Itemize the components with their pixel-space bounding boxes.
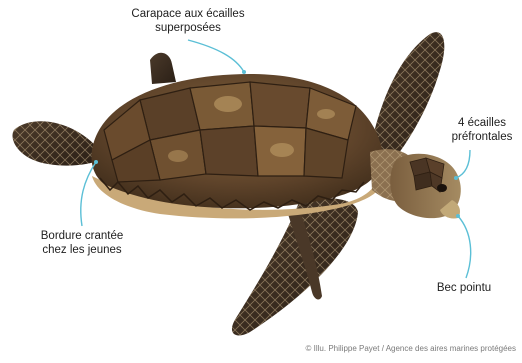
front-flipper-upper xyxy=(370,32,444,162)
label-carapace-line1: Carapace aux écailles xyxy=(98,7,278,21)
leader-prefrontal xyxy=(456,150,470,178)
label-bec-line1: Bec pointu xyxy=(414,281,514,295)
leader-carapace xyxy=(188,40,244,72)
label-carapace-line2: superposées xyxy=(98,21,278,35)
rear-flipper-left xyxy=(12,121,102,165)
image-credit: © Illu. Philippe Payet / Agence des aire… xyxy=(306,344,516,354)
label-bordure: Bordure crantée chez les jeunes xyxy=(22,229,142,257)
label-bordure-line1: Bordure crantée xyxy=(22,229,142,243)
carapace xyxy=(92,74,383,210)
label-bec: Bec pointu xyxy=(414,281,514,295)
label-prefrontal-line2: préfrontales xyxy=(442,130,522,144)
leader-bordure xyxy=(81,162,96,226)
dot-prefrontal xyxy=(454,176,458,180)
head xyxy=(390,154,461,219)
dot-bec xyxy=(456,214,460,218)
rear-flipper-top xyxy=(150,53,176,84)
label-prefrontal: 4 écailles préfrontales xyxy=(442,116,522,144)
eye xyxy=(437,184,447,192)
dot-carapace xyxy=(242,70,246,74)
label-prefrontal-line1: 4 écailles xyxy=(442,116,522,130)
leader-bec xyxy=(458,216,471,278)
label-bordure-line2: chez les jeunes xyxy=(22,243,142,257)
dot-bordure xyxy=(94,160,98,164)
label-carapace: Carapace aux écailles superposées xyxy=(98,7,278,35)
